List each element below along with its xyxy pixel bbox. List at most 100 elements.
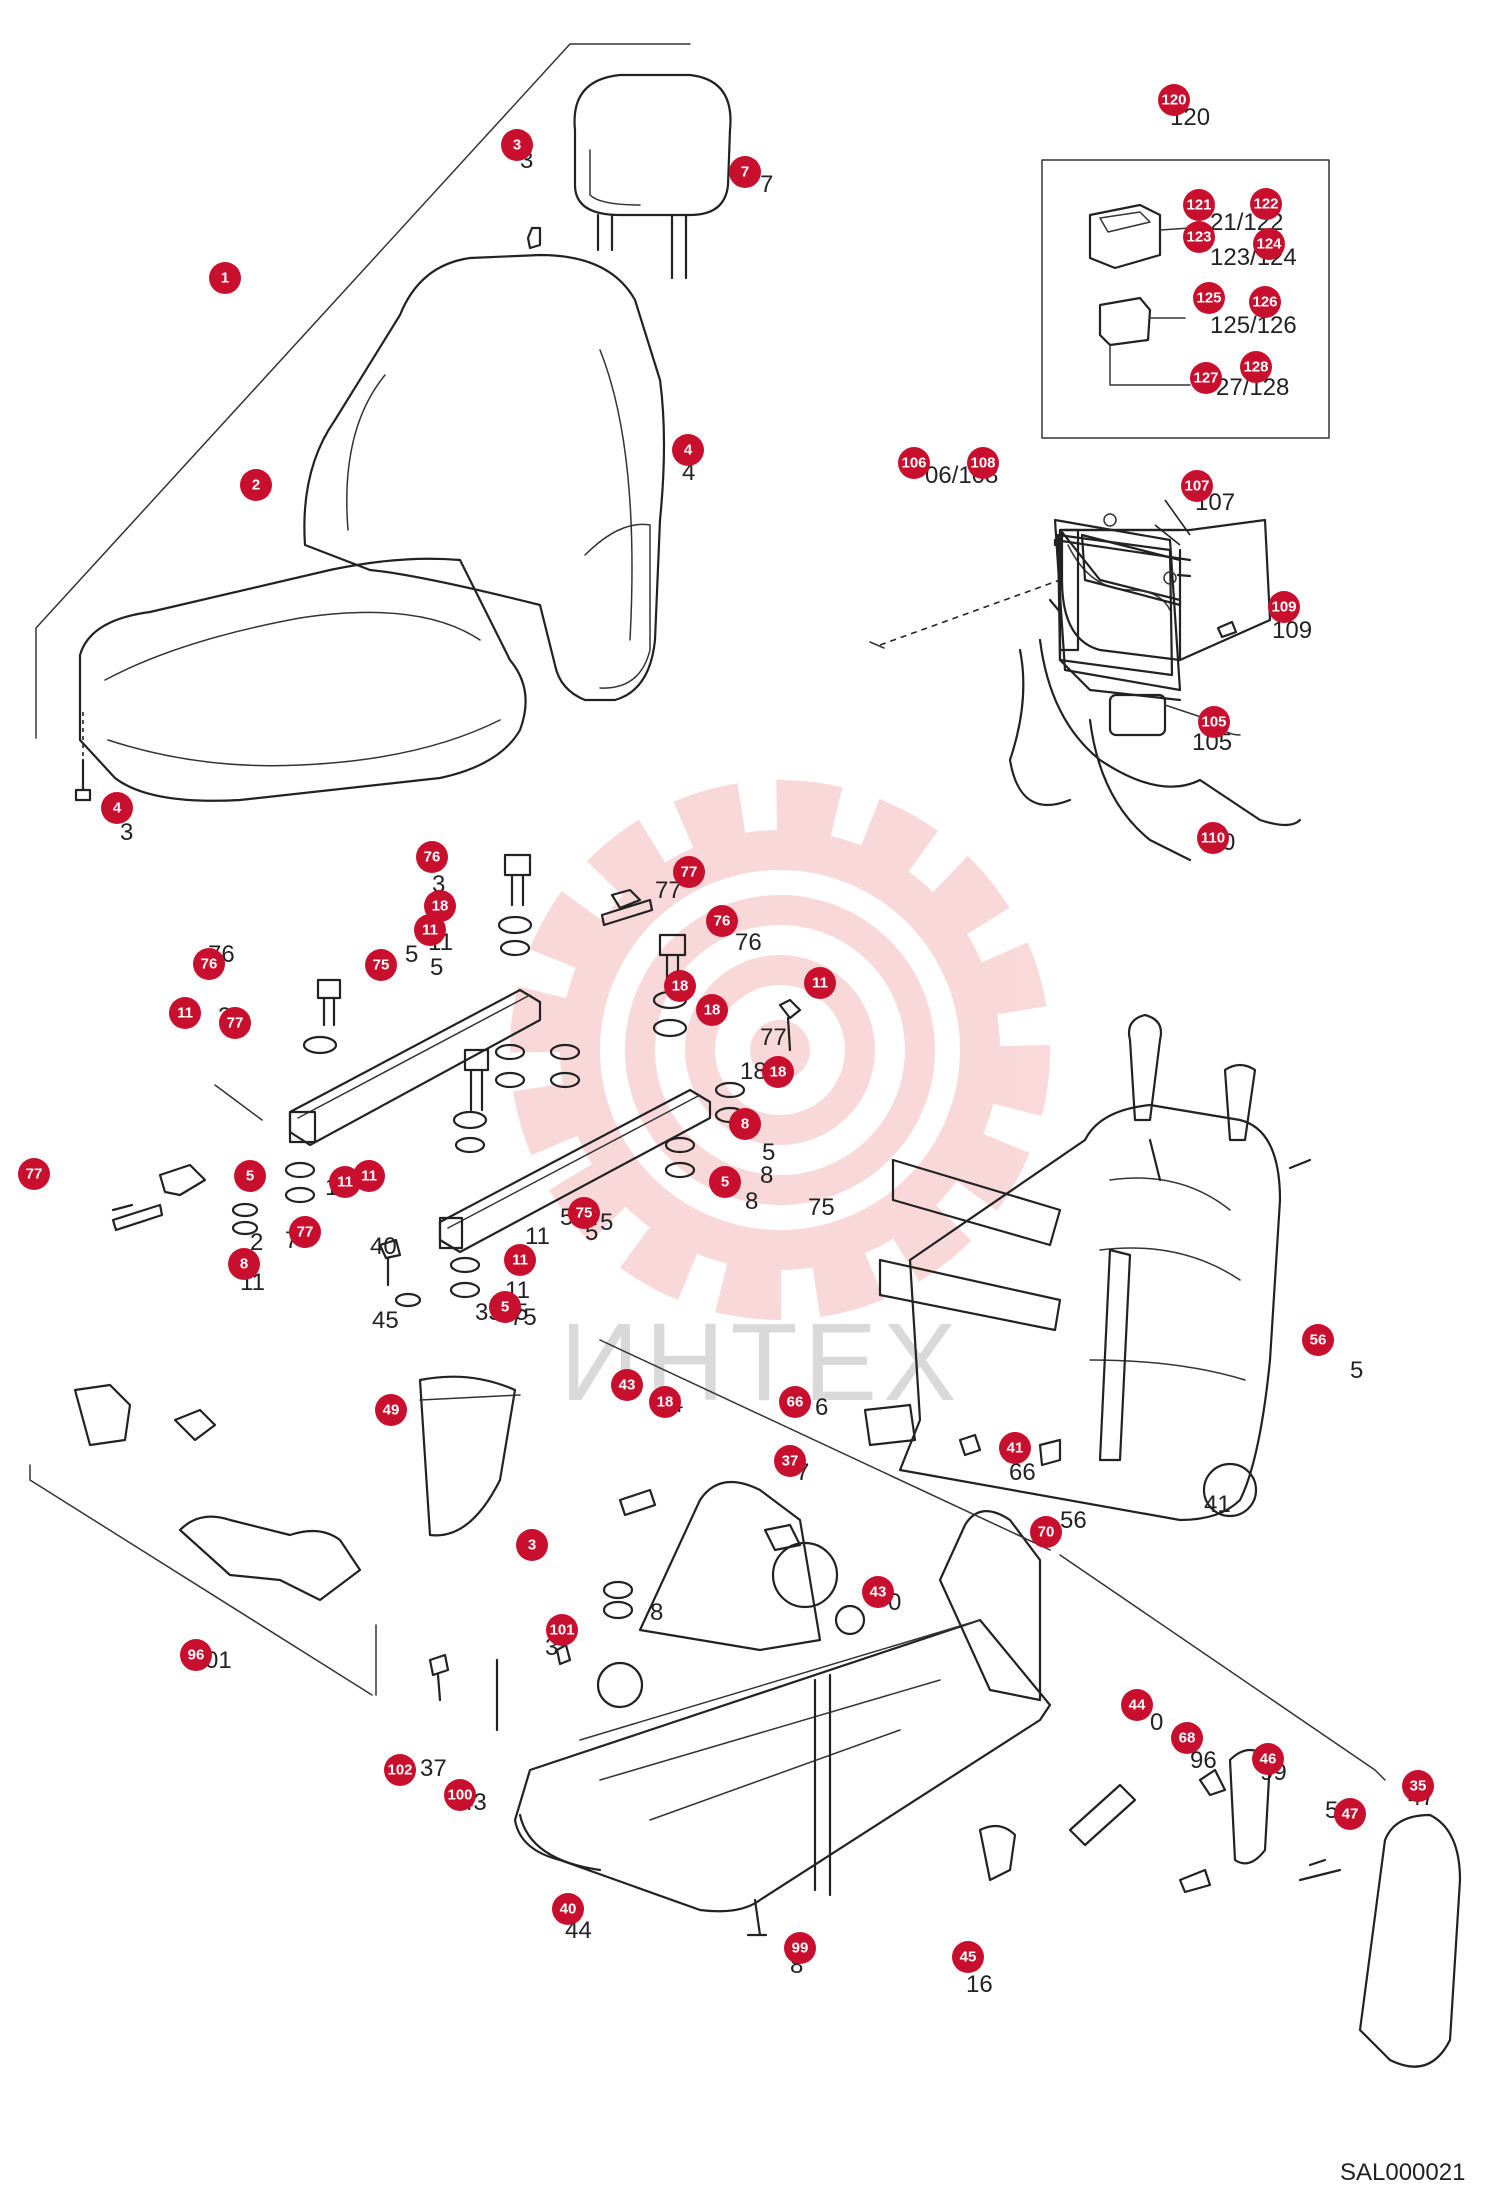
- callout-badge-18[interactable]: 18: [762, 1056, 794, 1088]
- callout-badge-122[interactable]: 122: [1250, 188, 1282, 220]
- callout-badge-76[interactable]: 76: [706, 905, 738, 937]
- callout-badge-47[interactable]: 47: [1334, 1798, 1366, 1830]
- callout-badge-35[interactable]: 35: [1402, 1770, 1434, 1802]
- callout-badge-105[interactable]: 105: [1198, 706, 1230, 738]
- callout-badge-76[interactable]: 76: [416, 841, 448, 873]
- callout-number: 8: [741, 1116, 749, 1133]
- callout-badge-18[interactable]: 18: [649, 1386, 681, 1418]
- callout-badge-43[interactable]: 43: [611, 1369, 643, 1401]
- callout-badge-99[interactable]: 99: [784, 1932, 816, 1964]
- callout-badge-109[interactable]: 109: [1268, 591, 1300, 623]
- callout-badge-5[interactable]: 5: [234, 1160, 266, 1192]
- callout-badge-44[interactable]: 44: [1121, 1689, 1153, 1721]
- callout-badge-102[interactable]: 102: [384, 1754, 416, 1786]
- callout-badge-11[interactable]: 11: [169, 997, 201, 1029]
- callout-badge-101[interactable]: 101: [546, 1614, 578, 1646]
- callout-badge-4[interactable]: 4: [101, 792, 133, 824]
- callout-badge-5[interactable]: 5: [489, 1291, 521, 1323]
- callout-badge-11[interactable]: 11: [329, 1166, 361, 1198]
- callout-badge-2[interactable]: 2: [240, 469, 272, 501]
- callout-badge-5[interactable]: 5: [709, 1166, 741, 1198]
- callout-badge-18[interactable]: 18: [424, 890, 456, 922]
- callout-badge-126[interactable]: 126: [1249, 286, 1281, 318]
- callout-circle: [1249, 286, 1281, 318]
- callout-circle: [1121, 1689, 1153, 1721]
- callout-badge-106[interactable]: 106: [898, 447, 930, 479]
- callout-badge-121[interactable]: 121: [1183, 189, 1215, 221]
- callout-number: 122: [1253, 196, 1278, 213]
- callout-number: 47: [1342, 1806, 1359, 1823]
- callout-badge-49[interactable]: 49: [375, 1394, 407, 1426]
- callout-badge-41[interactable]: 41: [999, 1432, 1031, 1464]
- callout-badge-75[interactable]: 75: [365, 949, 397, 981]
- part-number-label: 5: [430, 954, 443, 981]
- callout-circle: [1171, 1722, 1203, 1754]
- callout-badge-75[interactable]: 75: [568, 1197, 600, 1229]
- callout-circle: [384, 1754, 416, 1786]
- callout-badge-77[interactable]: 77: [18, 1158, 50, 1190]
- callout-badge-46[interactable]: 46: [1252, 1743, 1284, 1775]
- callout-badge-1[interactable]: 1: [209, 262, 241, 294]
- callout-badge-45[interactable]: 45: [952, 1941, 984, 1973]
- callout-badge-70[interactable]: 70: [1030, 1516, 1062, 1548]
- part-number-label: 56: [1060, 1507, 1087, 1534]
- callout-circle: [504, 1244, 536, 1276]
- part-number-label: 7: [760, 171, 773, 198]
- callout-badge-43[interactable]: 43: [862, 1576, 894, 1608]
- callout-badge-4[interactable]: 4: [672, 434, 704, 466]
- callout-number: 76: [424, 849, 441, 866]
- callout-badge-107[interactable]: 107: [1181, 470, 1213, 502]
- callout-badge-110[interactable]: 110: [1197, 822, 1229, 854]
- callout-circle: [1183, 221, 1215, 253]
- callout-badge-77[interactable]: 77: [673, 856, 705, 888]
- callout-badge-11[interactable]: 11: [804, 967, 836, 999]
- callout-number: 126: [1252, 294, 1277, 311]
- callout-badge-40[interactable]: 40: [552, 1893, 584, 1925]
- callout-number: 76: [201, 956, 218, 973]
- callout-badge-11[interactable]: 11: [504, 1244, 536, 1276]
- watermark-gear-icon: [510, 780, 1050, 1320]
- callout-badge-3[interactable]: 3: [501, 129, 533, 161]
- callout-badge-11[interactable]: 11: [353, 1160, 385, 1192]
- callout-badge-37[interactable]: 37: [774, 1445, 806, 1477]
- callout-circle: [1183, 189, 1215, 221]
- callout-number: 96: [188, 1647, 205, 1664]
- callout-badge-120[interactable]: 120: [1158, 84, 1190, 116]
- callout-badge-68[interactable]: 68: [1171, 1722, 1203, 1754]
- callout-badge-11[interactable]: 11: [414, 914, 446, 946]
- callout-badge-7[interactable]: 7: [729, 156, 761, 188]
- callout-circle: [240, 469, 272, 501]
- callout-badge-56[interactable]: 56: [1302, 1324, 1334, 1356]
- callout-number: 124: [1256, 236, 1282, 253]
- callout-badge-8[interactable]: 8: [729, 1108, 761, 1140]
- callout-badge-124[interactable]: 124: [1253, 228, 1285, 260]
- callout-badge-128[interactable]: 128: [1240, 351, 1272, 383]
- callout-badge-77[interactable]: 77: [219, 1007, 251, 1039]
- callout-circle: [501, 129, 533, 161]
- callout-number: 18: [657, 1394, 674, 1411]
- callout-number: 11: [422, 922, 438, 939]
- callout-circle: [516, 1529, 548, 1561]
- callout-number: 11: [361, 1168, 377, 1185]
- callout-number: 4: [113, 800, 122, 817]
- callout-badge-18[interactable]: 18: [664, 970, 696, 1002]
- callout-badge-3[interactable]: 3: [516, 1529, 548, 1561]
- callout-badge-123[interactable]: 123: [1183, 221, 1215, 253]
- callout-number: 11: [177, 1005, 193, 1022]
- callout-badge-8[interactable]: 8: [228, 1248, 260, 1280]
- callout-badge-100[interactable]: 100: [444, 1779, 476, 1811]
- part-number-label: 8: [760, 1162, 773, 1189]
- callout-circle: [1030, 1516, 1062, 1548]
- callout-badge-66[interactable]: 66: [779, 1386, 811, 1418]
- callout-badge-96[interactable]: 96: [180, 1639, 212, 1671]
- callout-number: 18: [704, 1002, 721, 1019]
- callout-badge-18[interactable]: 18: [696, 994, 728, 1026]
- callout-badge-125[interactable]: 125: [1193, 282, 1225, 314]
- callout-circle: [611, 1369, 643, 1401]
- callout-badge-77[interactable]: 77: [289, 1216, 321, 1248]
- callout-circle: [416, 841, 448, 873]
- callout-badge-127[interactable]: 127: [1190, 362, 1222, 394]
- callout-badge-76[interactable]: 76: [193, 948, 225, 980]
- callout-badge-108[interactable]: 108: [967, 447, 999, 479]
